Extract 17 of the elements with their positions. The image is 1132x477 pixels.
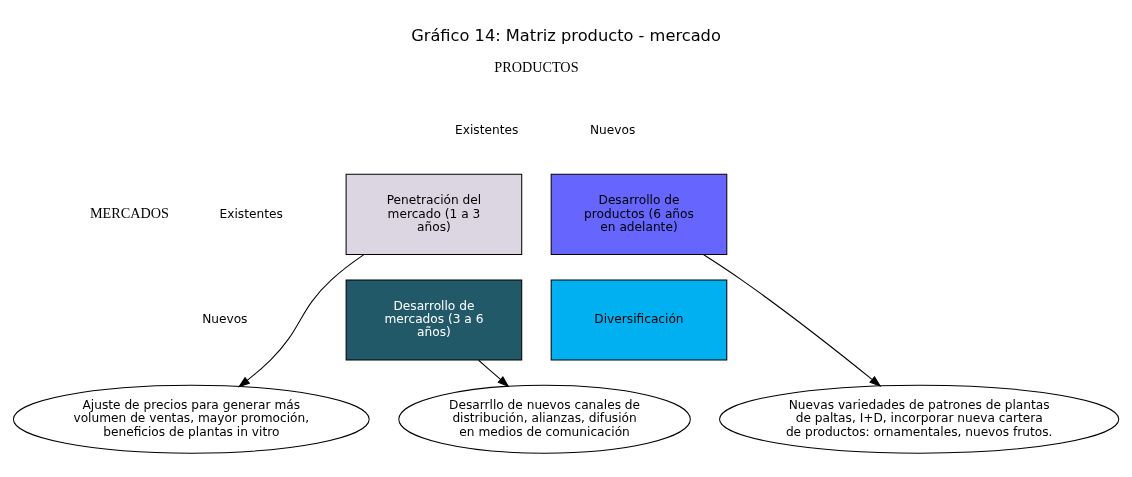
label: Existentes (455, 122, 519, 137)
node-ellipse: Ajuste de precios para generar más volumen de ventas, mayor promoción, beneficios de plantas in vitro (12, 384, 370, 454)
label: Nuevos (202, 312, 248, 327)
label: PRODUCTOS (494, 59, 579, 76)
arrow (702, 254, 882, 387)
arrow (478, 359, 510, 388)
node-box: Desarrollo de productos (6 años en adelante) (550, 173, 728, 255)
node-box: Penetración del mercado (1 a 3 años) (345, 173, 523, 255)
node-box: Diversificación (550, 279, 728, 361)
label: Existentes (219, 206, 283, 221)
node-ellipse: Desarrllo de nuevos canales de distribución, alianzas, difusión en medios de comunicación (398, 384, 691, 454)
node-box: Desarrollo de mercados (3 a 6 años) (345, 279, 523, 361)
label: MERCADOS (89, 205, 169, 222)
arrow (237, 254, 365, 388)
diagram-title: Gráfico 14: Matriz producto - mercado (411, 26, 721, 46)
node-ellipse: Nuevas variedades de patrones de plantas de paltas, I+D, incorporar nueva cartera de productos: ornamentales, nuevos frutos. (719, 384, 1120, 454)
label: Nuevos (589, 122, 636, 137)
